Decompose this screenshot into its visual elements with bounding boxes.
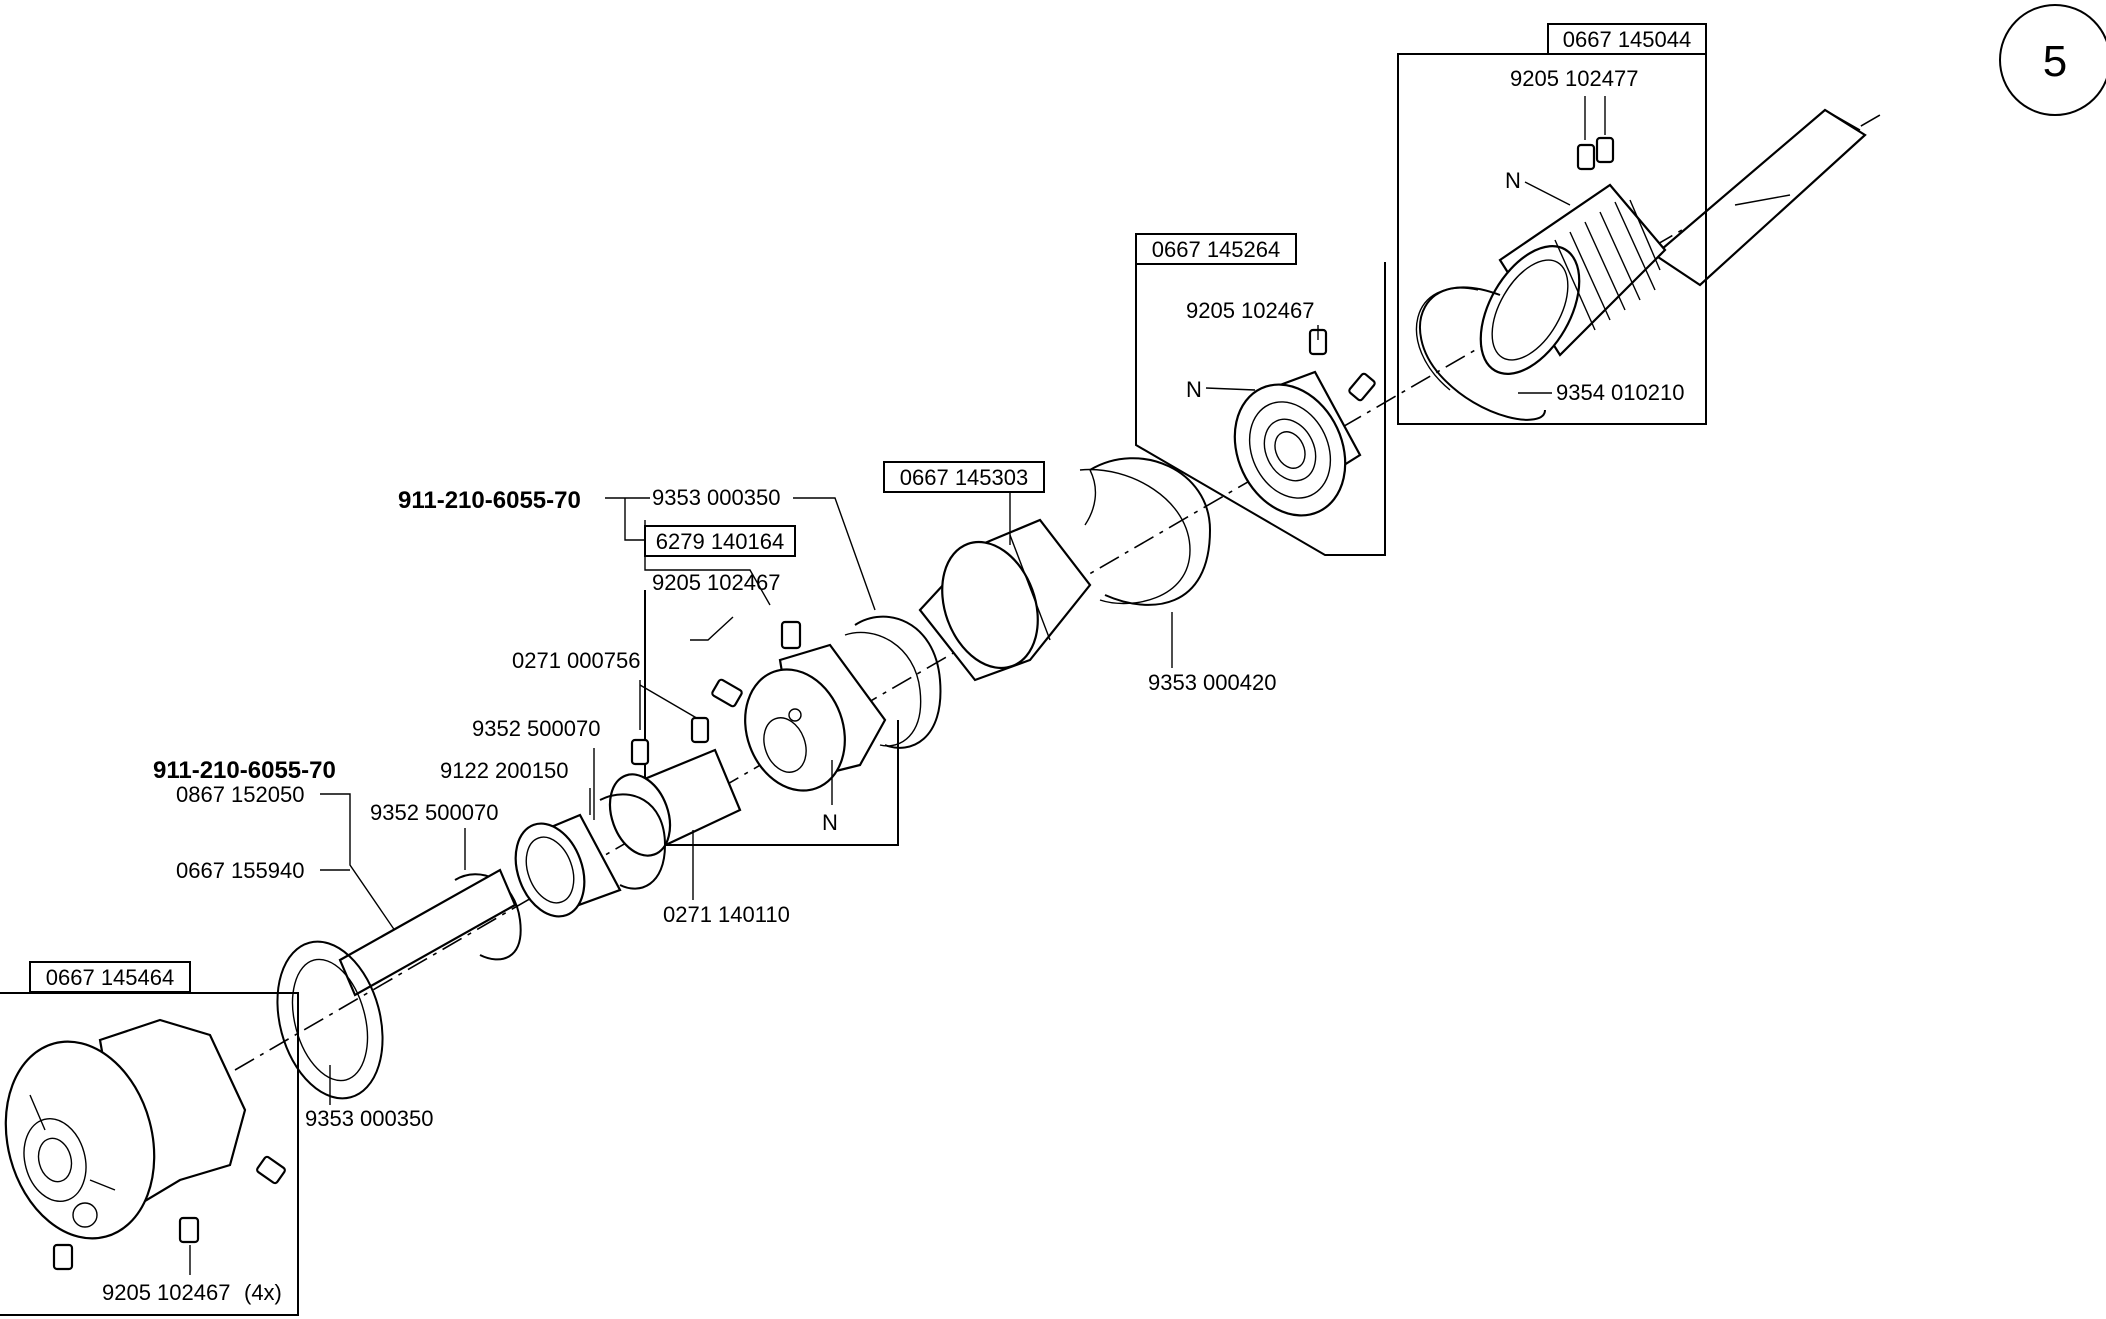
assembly-number-1: 911-210-6055-70 [398,487,581,514]
sleeve-group-id-label: 0667 145303 [900,465,1028,490]
drive-shaft [1653,108,1867,287]
page-number: 5 [2043,37,2067,86]
screw-bearing-label: 9205 102467 [1186,298,1314,323]
top-group-id: 0667 145044 [1547,23,1707,55]
retaining-ring-collar [844,615,942,749]
main-shaft [338,868,517,997]
ring-9352-b-label: 9352 500070 [370,800,498,825]
collar-group-frame [644,590,899,846]
spline-gear [1479,183,1667,375]
n-bearing-label: N [1186,377,1202,402]
screw-collar-label: 9205 102467 [652,570,780,595]
screw-top-label: 9205 102477 [1510,66,1638,91]
page-number-badge: 5 [1999,4,2106,116]
screw-hub-label: 9205 102467 [102,1280,230,1305]
snap-ring-top [1415,286,1546,421]
shaft-0667-label: 0667 155940 [176,858,304,883]
snap-ring-9352-b [454,873,522,961]
ring-350-a-label: 9353 000350 [652,485,780,510]
coupling-hub [4,1018,247,1240]
set-screws-hub [52,1155,286,1271]
bearing-group-id: 0667 145264 [1135,233,1297,265]
ring-9352-a-label: 9352 500070 [472,716,600,741]
snap-ring-9352-a [599,793,667,890]
coupling-sleeve [918,518,1092,682]
retaining-ring-hub [276,940,384,1100]
n-top-label: N [1505,168,1521,193]
collar-group-id-label: 6279 140164 [656,529,784,554]
adjusting-collar [744,643,887,792]
set-screws-top [1576,136,1615,171]
assembly-number-2: 911-210-6055-70 [153,757,336,784]
hub-group-id: 0667 145464 [29,961,191,993]
needle-bearing [514,813,622,918]
set-screws-collar [711,620,802,708]
part-9122-label: 9122 200150 [440,758,568,783]
pins [630,716,710,766]
sleeve-0271-label: 0271 140110 [663,902,790,927]
top-group-id-label: 0667 145044 [1563,27,1691,52]
pin-0271-label: 0271 000756 [512,648,640,673]
retaining-ring-mid [1079,457,1212,606]
screw-hub-qty: (4x) [244,1280,282,1305]
ring-350-b-label: 9353 000350 [305,1106,433,1131]
ball-bearing [1233,370,1362,517]
collar-group-id: 6279 140164 [644,525,796,557]
ring-mid-label: 9353 000420 [1148,670,1276,695]
sleeve-group-id: 0667 145303 [883,461,1045,493]
hub-group-id-label: 0667 145464 [46,965,174,990]
part-0867-label: 0867 152050 [176,782,304,807]
ring-top-label: 9354 010210 [1556,380,1684,405]
bearing-group-id-label: 0667 145264 [1152,237,1280,262]
n-collar-label: N [822,810,838,835]
set-screws-bearing [1308,328,1376,402]
bearing-group-frame [1135,262,1386,556]
